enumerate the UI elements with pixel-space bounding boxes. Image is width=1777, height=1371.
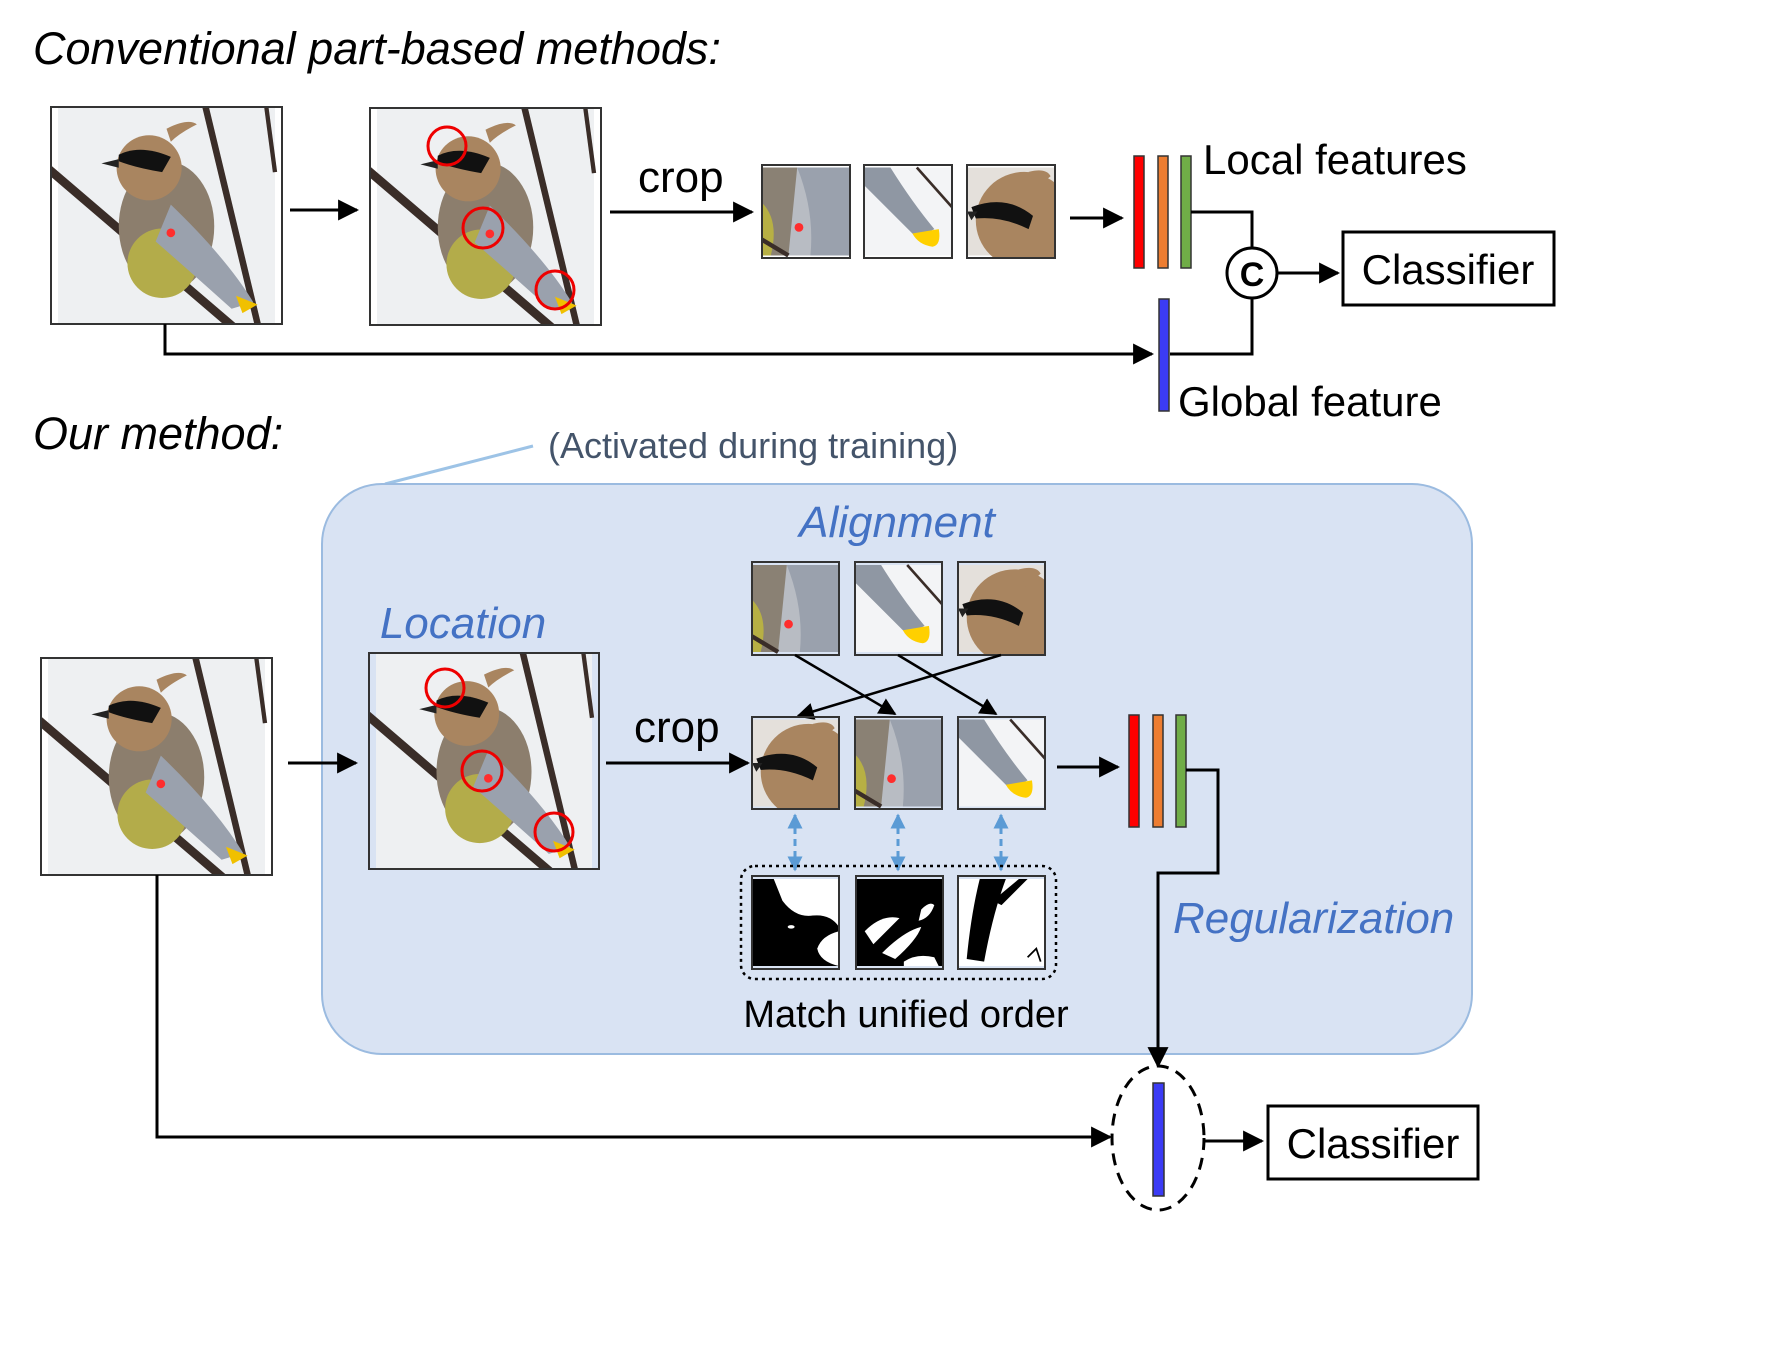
bottom-global-path [155, 875, 1113, 1148]
top-classifier-label: Classifier [1362, 246, 1535, 293]
feature-bar-orange [1157, 155, 1169, 269]
feature-bar-green [1175, 714, 1187, 828]
top-located-image [369, 107, 602, 326]
top-global-to-concat [1170, 298, 1254, 356]
feature-bar-orange [1152, 714, 1164, 828]
top-part-crops [761, 164, 1056, 259]
top-classifier-box: Classifier [1341, 230, 1556, 307]
feature-bar-red [1128, 714, 1140, 828]
unordered-part-crops [751, 561, 1046, 656]
local-features-label: Local features [1203, 136, 1467, 183]
feature-bar-blue-bottom [1152, 1082, 1165, 1197]
bottom-crop-label: crop [634, 703, 720, 752]
top-global-path [163, 324, 1155, 365]
top-local-features [1133, 155, 1192, 269]
bottom-classifier-box: Classifier [1266, 1104, 1480, 1181]
mask-group-outline [739, 864, 1058, 981]
bottom-local-features [1128, 714, 1187, 828]
bottom-classifier-label: Classifier [1287, 1120, 1460, 1167]
concat-symbol: C [1240, 256, 1265, 294]
global-feature-label: Global feature [1178, 378, 1442, 425]
part-marker [426, 125, 468, 167]
aligned-part-crops [751, 716, 1046, 810]
part-marker [461, 206, 505, 250]
bottom-input-image [40, 657, 273, 876]
top-local-to-concat [1191, 210, 1254, 248]
bottom-title: Our method: [33, 408, 283, 459]
bottom-located-image [368, 652, 600, 870]
regularization-path [1147, 768, 1220, 1069]
match-label: Match unified order [743, 994, 1069, 1036]
feature-bar-blue-top [1158, 298, 1170, 412]
top-crop-label: crop [638, 153, 724, 202]
part-marker [534, 269, 576, 311]
unified-order-masks [739, 864, 1058, 981]
reorder-arrows [794, 653, 1002, 720]
annotation-leader [384, 444, 534, 486]
part-marker [460, 749, 504, 793]
feature-bar-green [1180, 155, 1192, 269]
part-marker [424, 667, 466, 709]
top-title: Conventional part-based methods: [33, 23, 721, 74]
match-arrows [787, 813, 1009, 872]
location-label: Location [380, 599, 546, 648]
part-marker [533, 811, 575, 853]
top-input-image [50, 106, 283, 325]
regularization-label: Regularization [1173, 894, 1454, 943]
feature-bar-red [1133, 155, 1145, 269]
activation-note: (Activated during training) [548, 425, 958, 466]
alignment-label: Alignment [796, 498, 996, 547]
